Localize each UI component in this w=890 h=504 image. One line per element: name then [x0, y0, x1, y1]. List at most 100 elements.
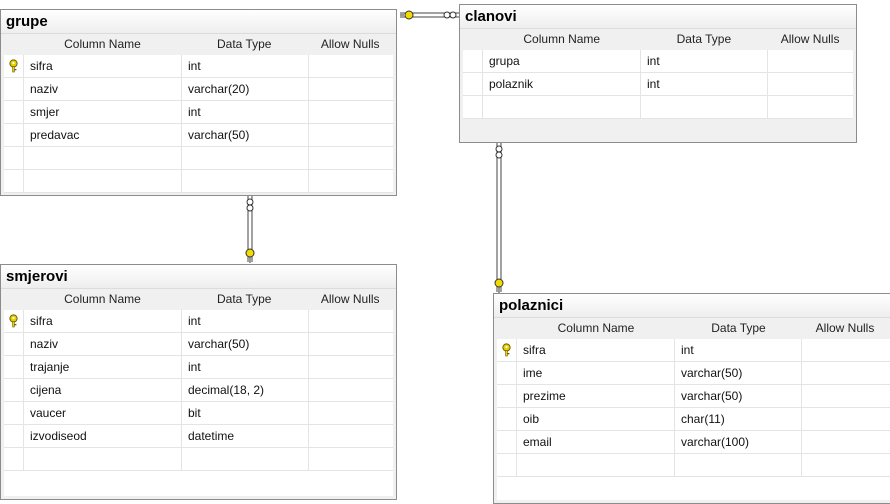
column-name-cell[interactable]: prezime: [517, 385, 675, 407]
table-smjerovi[interactable]: smjerovi Column Name Data Type Allow Nul…: [0, 264, 397, 500]
data-type-cell[interactable]: decimal(18, 2): [182, 379, 309, 401]
row-selector[interactable]: [4, 170, 24, 192]
column-name-cell[interactable]: trajanje: [24, 356, 182, 378]
column-name-cell[interactable]: [24, 170, 182, 192]
data-type-cell[interactable]: [675, 454, 802, 476]
column-name-cell[interactable]: naziv: [24, 78, 182, 100]
column-name-cell[interactable]: [24, 448, 182, 470]
allow-nulls-cell[interactable]: [309, 101, 393, 123]
allow-nulls-cell[interactable]: [309, 425, 393, 447]
row-selector[interactable]: [497, 431, 517, 453]
row-selector[interactable]: [4, 101, 24, 123]
row-selector[interactable]: [497, 362, 517, 384]
allow-nulls-cell[interactable]: [309, 170, 393, 192]
empty-row[interactable]: [4, 170, 393, 193]
data-type-cell[interactable]: [641, 96, 768, 118]
allow-nulls-cell[interactable]: [309, 124, 393, 146]
empty-row[interactable]: [463, 96, 853, 119]
data-type-cell[interactable]: char(11): [675, 408, 802, 430]
data-type-cell[interactable]: [182, 170, 309, 192]
row-selector[interactable]: [4, 402, 24, 424]
data-type-cell[interactable]: varchar(50): [182, 333, 309, 355]
column-name-cell[interactable]: sifra: [24, 310, 182, 332]
allow-nulls-cell[interactable]: [309, 448, 393, 470]
allow-nulls-cell[interactable]: [802, 385, 890, 407]
allow-nulls-cell[interactable]: [768, 50, 853, 72]
row-selector[interactable]: [463, 50, 483, 72]
allow-nulls-cell[interactable]: [309, 379, 393, 401]
column-name-cell[interactable]: predavac: [24, 124, 182, 146]
column-name-cell[interactable]: smjer: [24, 101, 182, 123]
column-name-cell[interactable]: ime: [517, 362, 675, 384]
table-title[interactable]: polaznici: [494, 294, 890, 318]
row-selector[interactable]: [497, 408, 517, 430]
row-selector[interactable]: [497, 454, 517, 476]
row-selector[interactable]: [497, 339, 517, 361]
row-selector[interactable]: [4, 448, 24, 470]
relationship-clanovi-polaznici[interactable]: [494, 143, 504, 293]
column-name-cell[interactable]: cijena: [24, 379, 182, 401]
empty-row[interactable]: [4, 147, 393, 170]
allow-nulls-cell[interactable]: [309, 310, 393, 332]
table-polaznici[interactable]: polaznici Column Name Data Type Allow Nu…: [493, 293, 890, 504]
allow-nulls-cell[interactable]: [802, 408, 890, 430]
table-title[interactable]: smjerovi: [1, 265, 396, 289]
relationship-grupe-clanovi[interactable]: [400, 10, 460, 20]
relationship-grupe-smjerovi[interactable]: [245, 196, 255, 263]
allow-nulls-cell[interactable]: [309, 356, 393, 378]
row-selector[interactable]: [4, 55, 24, 77]
data-type-cell[interactable]: varchar(100): [675, 431, 802, 453]
data-type-cell[interactable]: datetime: [182, 425, 309, 447]
column-name-cell[interactable]: polaznik: [483, 73, 641, 95]
row-selector[interactable]: [4, 310, 24, 332]
allow-nulls-cell[interactable]: [309, 402, 393, 424]
data-type-cell[interactable]: varchar(50): [675, 362, 802, 384]
column-name-cell[interactable]: vaucer: [24, 402, 182, 424]
table-clanovi[interactable]: clanovi Column Name Data Type Allow Null…: [459, 4, 857, 143]
allow-nulls-cell[interactable]: [309, 55, 393, 77]
row-selector[interactable]: [4, 379, 24, 401]
allow-nulls-cell[interactable]: [802, 362, 890, 384]
data-type-cell[interactable]: varchar(20): [182, 78, 309, 100]
column-name-cell[interactable]: [517, 454, 675, 476]
empty-row[interactable]: [4, 448, 393, 471]
allow-nulls-cell[interactable]: [309, 333, 393, 355]
data-type-cell[interactable]: int: [675, 339, 802, 361]
row-selector[interactable]: [4, 333, 24, 355]
allow-nulls-cell[interactable]: [309, 78, 393, 100]
column-name-cell[interactable]: [24, 147, 182, 169]
row-selector[interactable]: [4, 124, 24, 146]
column-name-cell[interactable]: oib: [517, 408, 675, 430]
row-selector[interactable]: [463, 73, 483, 95]
data-type-cell[interactable]: [182, 448, 309, 470]
column-name-cell[interactable]: izvodiseod: [24, 425, 182, 447]
allow-nulls-cell[interactable]: [309, 147, 393, 169]
column-name-cell[interactable]: [483, 96, 641, 118]
column-name-cell[interactable]: sifra: [24, 55, 182, 77]
data-type-cell[interactable]: int: [182, 101, 309, 123]
data-type-cell[interactable]: [182, 147, 309, 169]
row-selector[interactable]: [4, 78, 24, 100]
allow-nulls-cell[interactable]: [802, 454, 890, 476]
table-grupe[interactable]: grupe Column Name Data Type Allow Nulls …: [0, 9, 397, 196]
column-name-cell[interactable]: sifra: [517, 339, 675, 361]
row-selector[interactable]: [4, 356, 24, 378]
data-type-cell[interactable]: int: [641, 50, 768, 72]
row-selector[interactable]: [4, 147, 24, 169]
table-title[interactable]: grupe: [1, 10, 396, 34]
allow-nulls-cell[interactable]: [768, 96, 853, 118]
column-name-cell[interactable]: email: [517, 431, 675, 453]
table-title[interactable]: clanovi: [460, 5, 856, 29]
